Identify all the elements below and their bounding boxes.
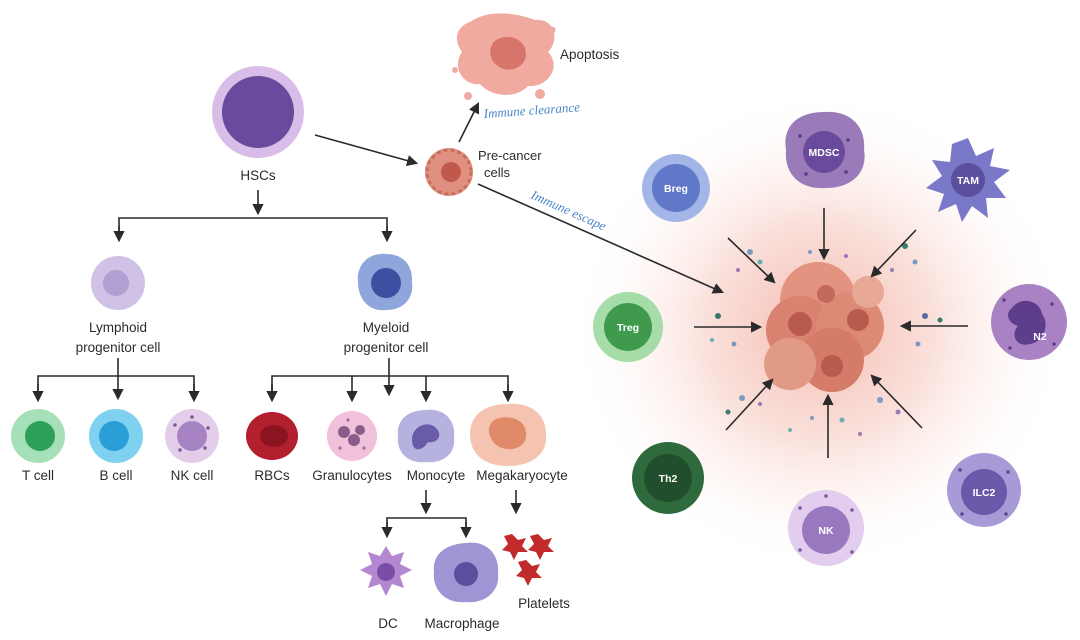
monocyte-label: Monocyte xyxy=(407,468,466,483)
nk-cell xyxy=(165,409,219,463)
dc-label: DC xyxy=(378,616,398,631)
macrophage-label: Macrophage xyxy=(424,616,499,631)
platelets xyxy=(502,534,554,586)
arrow-breg-to-tumor xyxy=(727,237,776,284)
b-cell xyxy=(89,409,143,463)
arrow-th2-to-tumor xyxy=(725,378,774,431)
tme-nk-cell xyxy=(788,490,864,566)
tme-nk-label: NK xyxy=(818,525,834,537)
megakaryocyte-label: Megakaryocyte xyxy=(476,468,568,483)
dc-cell xyxy=(360,546,412,596)
ilc2-label: ILC2 xyxy=(973,487,996,499)
lymphoid-branch-line xyxy=(37,375,195,398)
hscs-label: HSCs xyxy=(240,168,276,183)
megakaryocyte-cell xyxy=(470,403,547,466)
tam-label: TAM xyxy=(957,175,979,187)
macrophage-cell xyxy=(433,542,499,603)
th2-label: Th2 xyxy=(659,473,678,485)
tam-cell xyxy=(926,138,1010,222)
myeloid-progenitor-cell xyxy=(357,253,413,311)
myeloid-label-line1: Myeloid xyxy=(363,320,410,335)
arrow-ilc2-to-tumor xyxy=(870,374,923,429)
arrow-tam-to-tumor xyxy=(870,229,917,278)
lymphoid-label-line1: Lymphoid xyxy=(89,320,147,335)
treg-label: Treg xyxy=(617,322,639,334)
platelets-label: Platelets xyxy=(518,596,570,611)
n2-cell xyxy=(991,284,1067,360)
lymphoid-progenitor-cell xyxy=(91,256,145,310)
precancer-label-line1: Pre-cancer xyxy=(478,148,542,163)
b-cell-label: B cell xyxy=(99,468,132,483)
precancer-cell xyxy=(425,148,473,196)
rbcs-label: RBCs xyxy=(254,468,290,483)
myeloid-label-line2: progenitor cell xyxy=(344,340,429,355)
apoptosis-label: Apoptosis xyxy=(560,47,620,62)
arrow-precancer-to-apoptosis xyxy=(458,101,480,143)
arrow-precancer-to-tumor xyxy=(477,183,725,294)
th2-cell xyxy=(632,442,704,514)
hsc-branch-line xyxy=(118,217,388,238)
monocyte-cell xyxy=(397,409,455,463)
myeloid-branch-line xyxy=(271,375,509,398)
lymphoid-label-line2: progenitor cell xyxy=(76,340,161,355)
t-cell-label: T cell xyxy=(22,468,54,483)
tumor-mass xyxy=(764,262,884,392)
ilc2-cell xyxy=(947,453,1021,527)
mdsc-cell xyxy=(785,111,865,189)
cytokine-dots xyxy=(710,243,943,436)
hsc-cell xyxy=(212,66,304,158)
apoptosis-cell xyxy=(452,13,556,100)
n2-label: N2 xyxy=(1033,331,1047,343)
immune-clearance-label: Immune clearance xyxy=(482,99,580,121)
precancer-label-line2: cells xyxy=(484,165,511,180)
granulocyte-cell xyxy=(327,411,377,461)
t-cell xyxy=(11,409,65,463)
rbc-cell xyxy=(246,412,298,460)
breg-cell xyxy=(642,154,710,222)
immune-escape-label: Immune escape xyxy=(528,187,609,234)
mdsc-label: MDSC xyxy=(809,147,840,159)
nk-cell-label: NK cell xyxy=(171,468,214,483)
arrow-hsc-to-precancer xyxy=(314,134,419,167)
granulocytes-label: Granulocytes xyxy=(312,468,392,483)
treg-cell xyxy=(593,292,663,362)
breg-label: Breg xyxy=(664,183,688,195)
monocyte-branch-line xyxy=(386,517,467,534)
